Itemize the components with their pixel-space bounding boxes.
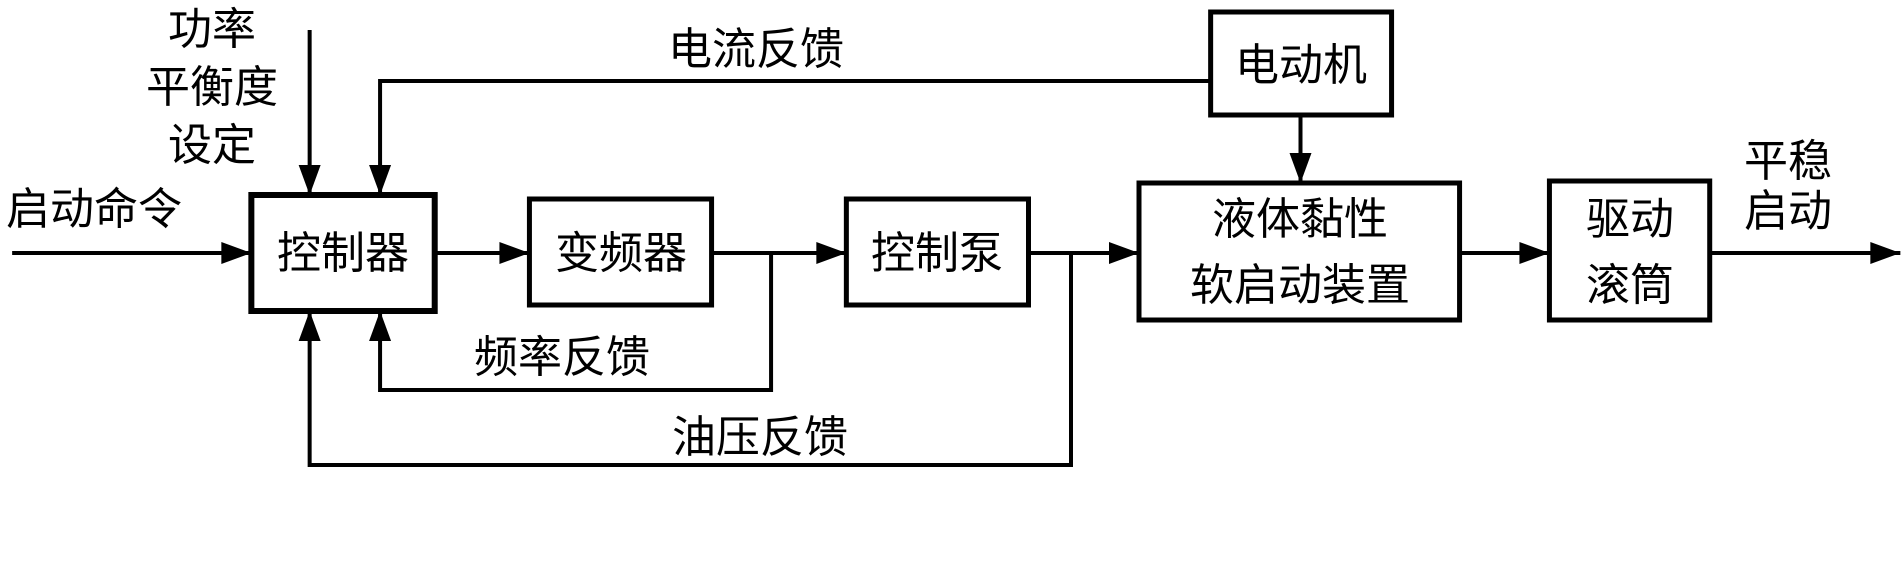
power-balance-label-line2: 平衡度 xyxy=(146,62,278,113)
drum-label-line2: 滚筒 xyxy=(1586,260,1674,311)
drive-drum-block xyxy=(1546,178,1713,323)
power-balance-label-line1: 功率 xyxy=(168,4,256,55)
start-command-input-line-arrowhead xyxy=(221,242,252,264)
frequency-feedback-label: 频率反馈 xyxy=(474,332,650,383)
connector-lines xyxy=(12,30,1901,467)
control-pump-label: 控制泵 xyxy=(871,228,1003,279)
output-label-line1: 平稳 xyxy=(1744,136,1832,187)
motor-to-fluid-device-line-arrowhead xyxy=(1289,153,1312,183)
frequency-feedback-line-arrowhead xyxy=(369,311,392,341)
inverter-label: 变频器 xyxy=(555,228,687,279)
current-feedback-label: 电流反馈 xyxy=(668,24,844,75)
drum-label-line1: 驱动 xyxy=(1586,194,1674,245)
fluid-soft-start-device-block xyxy=(1136,180,1463,323)
oil-pressure-feedback-label: 油压反馈 xyxy=(672,412,848,463)
motor-label: 电动机 xyxy=(1235,40,1367,91)
current-feedback-line-arrowhead xyxy=(369,165,392,195)
oil-pressure-feedback-line-arrowhead xyxy=(298,311,321,341)
inverter-to-pump-line-arrowhead xyxy=(816,242,847,264)
fluid-device-label-line2: 软启动装置 xyxy=(1190,260,1410,311)
fluid-device-to-drum-line-arrowhead xyxy=(1519,242,1550,264)
blocks xyxy=(248,9,1713,323)
pump-to-fluid-device-line-arrowhead xyxy=(1109,242,1139,264)
fluid-device-label-line1: 液体黏性 xyxy=(1212,194,1388,245)
oil-pressure-feedback-line xyxy=(307,253,1073,467)
inverter-block xyxy=(526,196,715,308)
output-line-arrowhead xyxy=(1870,242,1901,264)
controller-block xyxy=(248,192,438,314)
current-feedback-line xyxy=(378,79,1211,195)
motor-block xyxy=(1208,9,1395,118)
controller-label: 控制器 xyxy=(277,228,409,279)
power-balance-input-line-arrowhead xyxy=(298,165,321,195)
power-balance-label-line3: 设定 xyxy=(168,120,256,171)
output-label-line2: 启动 xyxy=(1744,186,1832,237)
control-pump-block xyxy=(843,196,1031,308)
frequency-feedback-line xyxy=(378,253,774,392)
start-command-label: 启动命令 xyxy=(6,184,182,235)
controller-to-inverter-line-arrowhead xyxy=(499,242,530,264)
